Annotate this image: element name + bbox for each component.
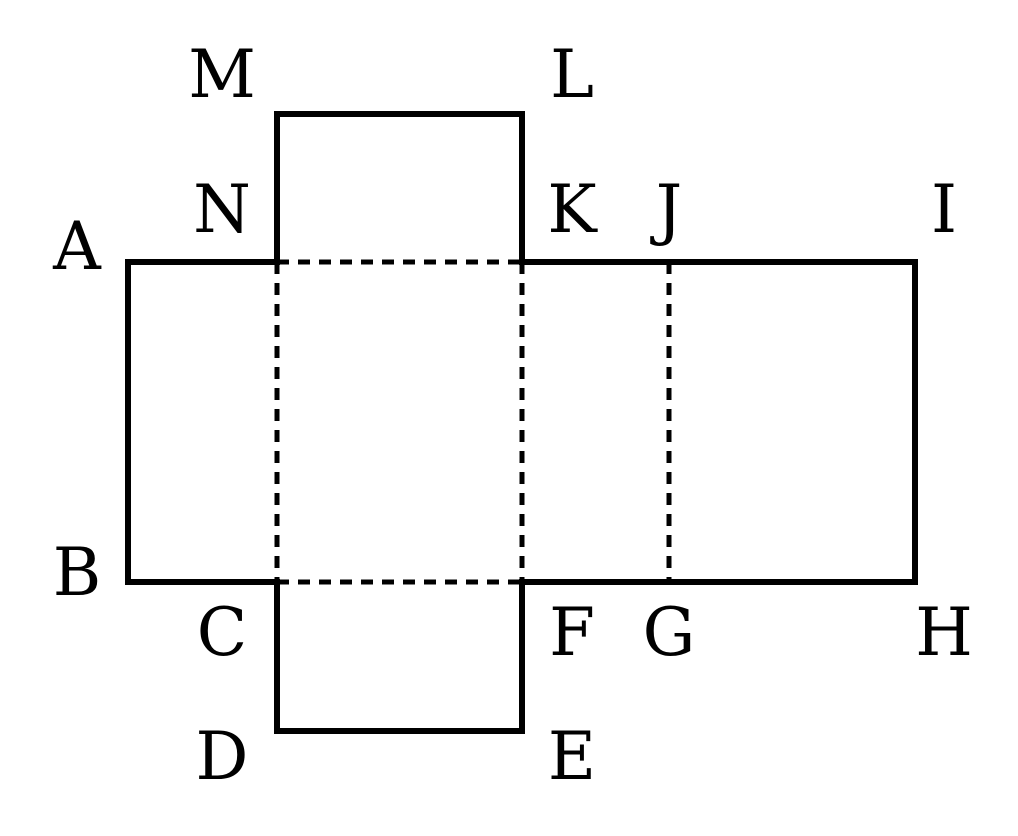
vertex-label-c: C: [197, 594, 248, 671]
vertex-label-i: I: [931, 171, 957, 248]
vertex-label-f: F: [549, 594, 595, 671]
vertex-label-g: G: [643, 594, 696, 671]
vertex-label-b: B: [53, 534, 102, 611]
vertex-label-n: N: [193, 171, 251, 248]
vertex-label-k: K: [547, 171, 598, 248]
vertex-label-d: D: [196, 718, 249, 795]
vertex-label-a: A: [52, 208, 102, 285]
vertex-label-e: E: [548, 718, 596, 795]
vertex-label-h: H: [915, 594, 973, 671]
vertex-label-m: M: [188, 36, 256, 113]
vertex-label-j: J: [650, 171, 682, 248]
vertex-label-l: L: [550, 36, 594, 113]
